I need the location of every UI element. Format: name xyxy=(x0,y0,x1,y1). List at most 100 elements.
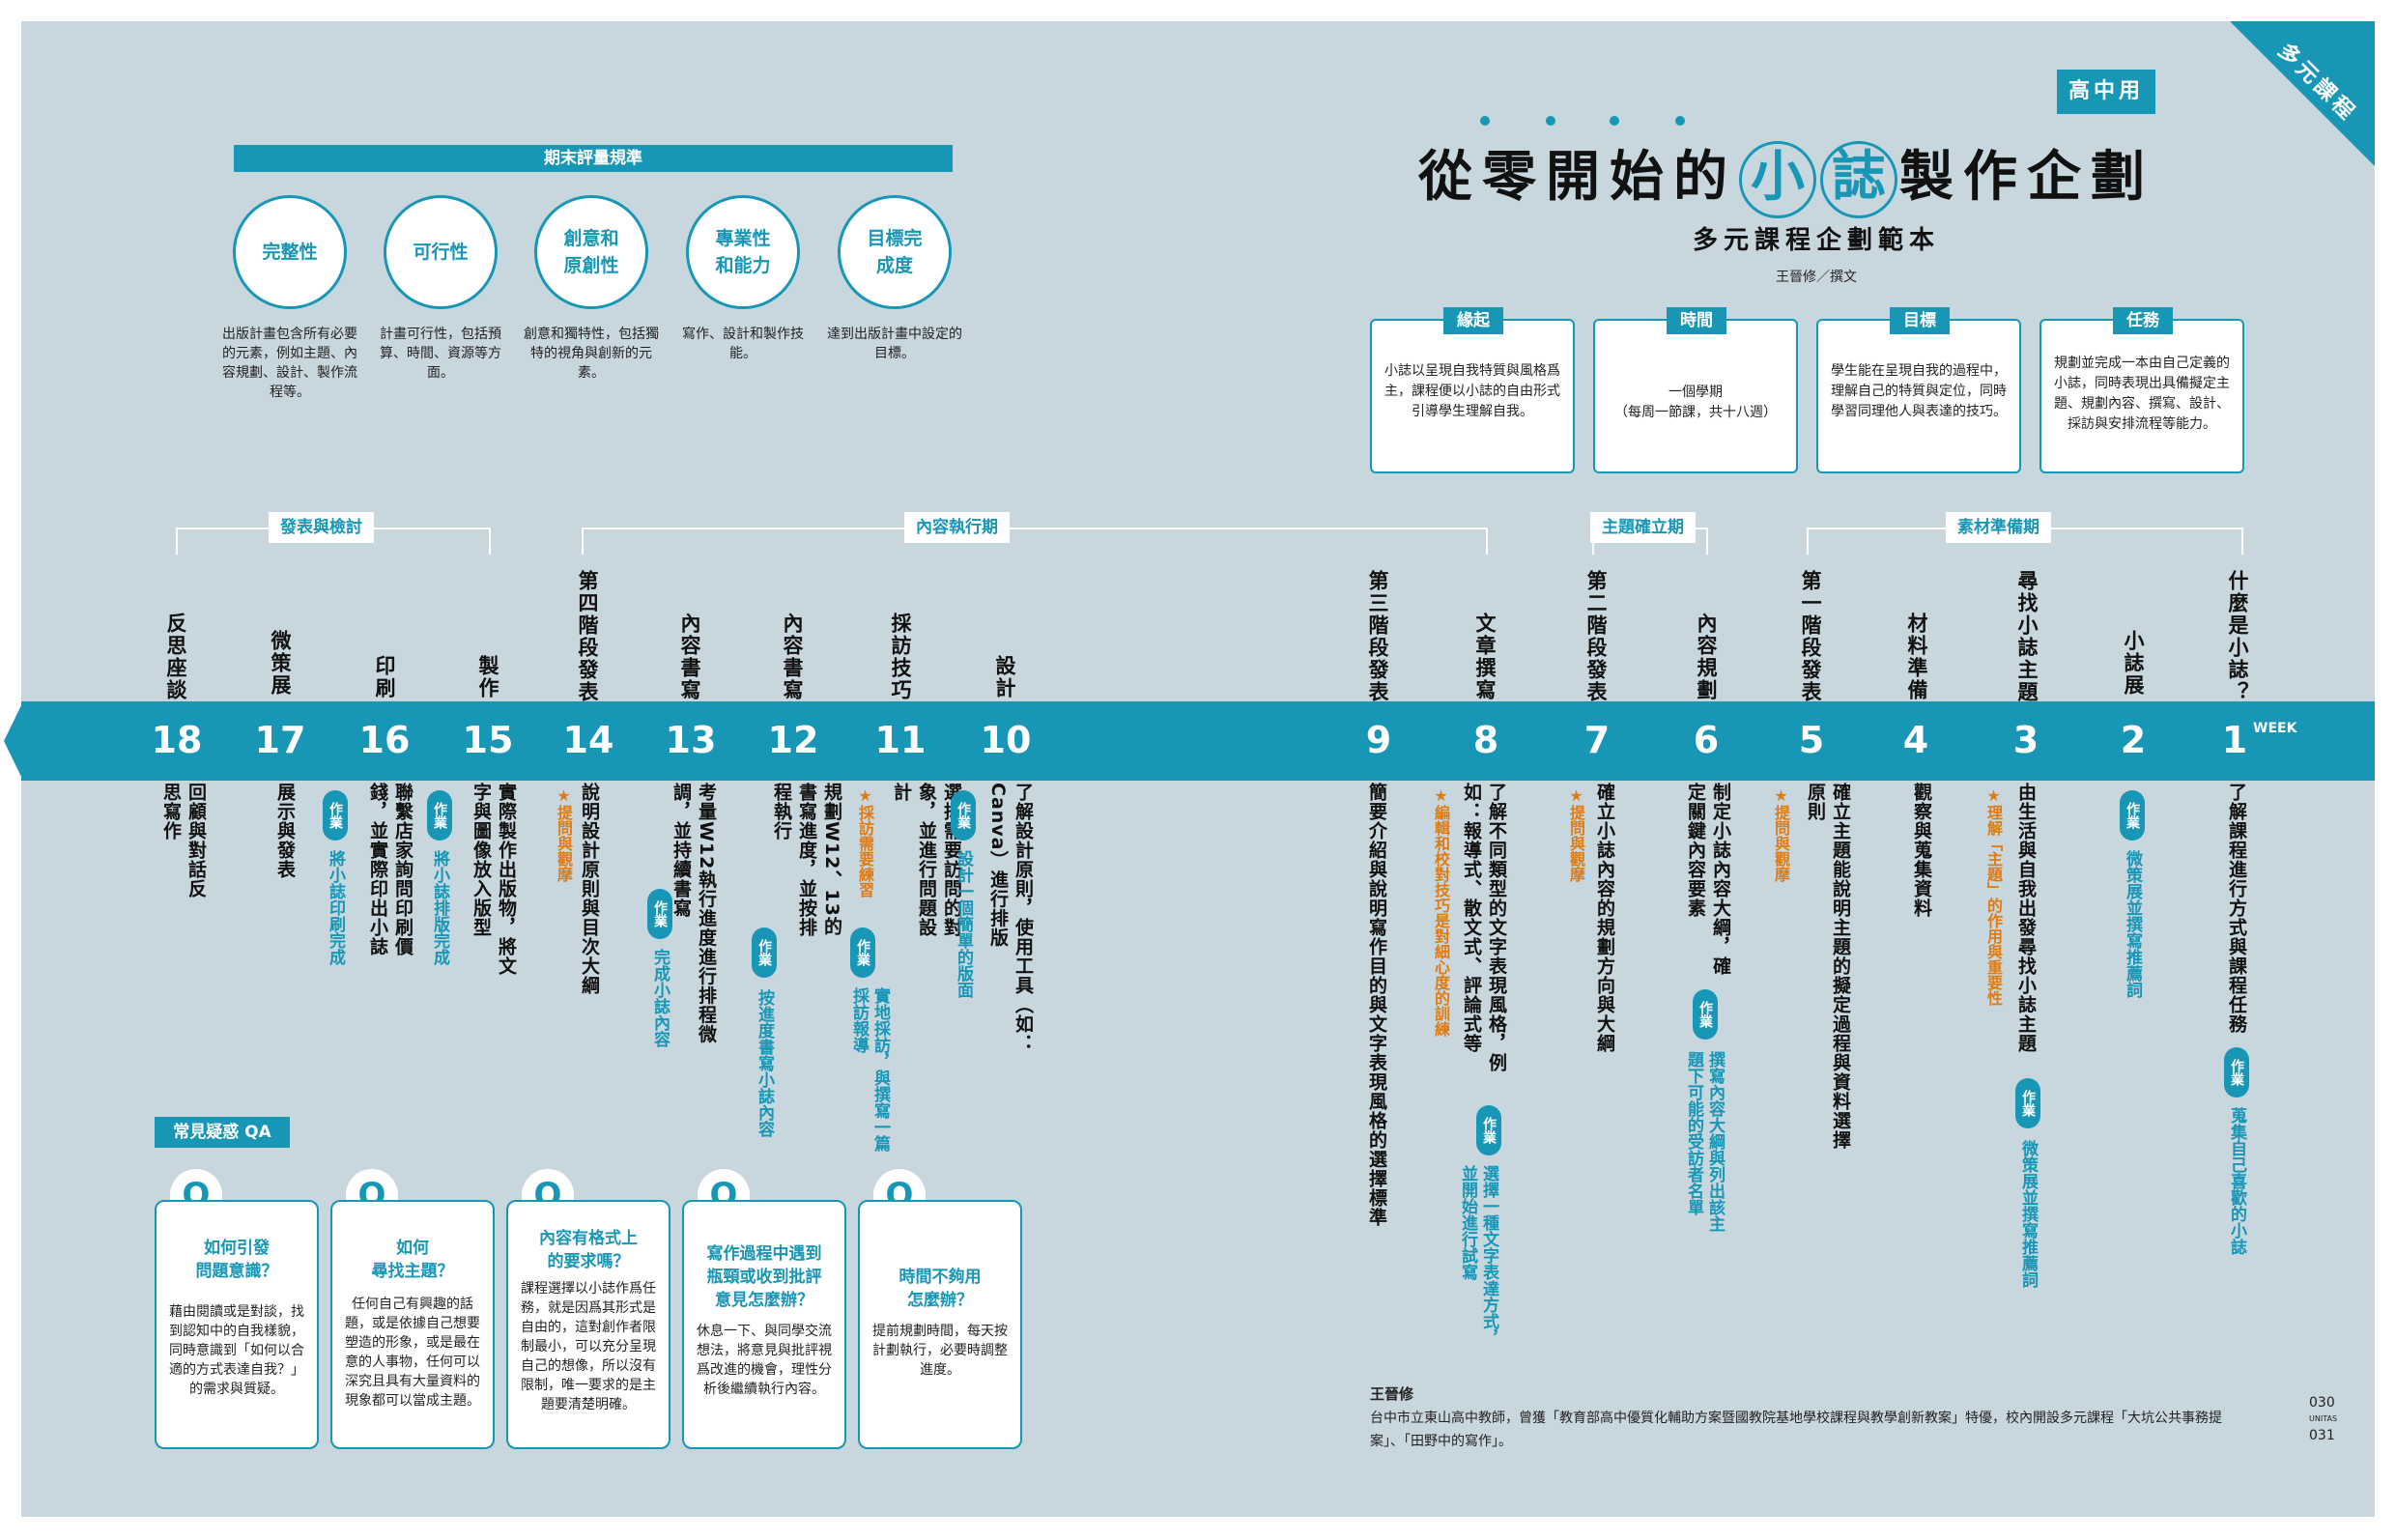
qa-card: 內容有格式上 的要求嗎？ 課程選擇以小誌作爲任務，就是因爲其形式是自由的，這對創… xyxy=(506,1200,670,1449)
week-number: 10 xyxy=(980,719,1032,761)
week-topic: 印刷 xyxy=(373,655,396,699)
homework-text: 將小誌排版完成 xyxy=(430,850,449,965)
week-activity: 觀察與蒐集資料 xyxy=(1911,783,1932,918)
title-dot xyxy=(1675,116,1685,126)
criteria-desc: 出版計畫包含所有必要的元素，例如主題、內容規劃、設計、製作流程等。 xyxy=(222,327,357,400)
week-number: 8 xyxy=(1472,719,1499,761)
week-activity: 實際製作出版物，將文字與圖像放入版型 xyxy=(471,783,517,976)
author-name: 王晉修 xyxy=(1370,1385,1414,1403)
homework-text: 選擇一種文字表達方式，並開始進行試寫 xyxy=(1458,1165,1498,1346)
week-number: 6 xyxy=(1693,719,1720,761)
homework-text: 按進度書寫小誌內容 xyxy=(755,989,774,1137)
week-note: ★提問與觀摩 xyxy=(555,786,573,882)
criteria-circle: 可行性 xyxy=(384,195,498,309)
week-activity: 確立主題能說明主題的擬定過程與資料選擇原則 xyxy=(1805,783,1851,1150)
week-topic: 材料準備 xyxy=(1905,613,1928,701)
phase-tag: 素材準備期 xyxy=(1946,512,2051,543)
week-number: 12 xyxy=(767,719,819,761)
criteria-circle: 目標完 成度 xyxy=(838,195,952,309)
week-number: 1 xyxy=(2221,719,2248,761)
week-topic: 第四階段發表 xyxy=(576,570,599,703)
page-title: 從零開始的小誌製作企劃 xyxy=(1256,133,2154,218)
author-byline: 王晉修／撰文 xyxy=(1776,270,1857,285)
grade-tag: 高中用 xyxy=(2057,70,2155,114)
info-box-origin: 緣起小誌以呈現自我特質與風格爲主，課程便以小誌的自由形式引導學生理解自我。 xyxy=(1370,307,1575,473)
criteria-circle: 專業性 和能力 xyxy=(686,195,800,309)
week-topic: 第二階段發表 xyxy=(1584,570,1608,703)
homework-badge: 作業 xyxy=(2120,790,2145,841)
week-number: 17 xyxy=(254,719,306,761)
week-topic: 設計 xyxy=(993,655,1016,699)
week-activity: 由生活與自我出發尋找小誌主題 xyxy=(2015,783,2037,1053)
week-number: 9 xyxy=(1365,719,1392,761)
homework-text: 撰寫內容大綱與列出該主題下可能的受訪者名單 xyxy=(1684,1051,1725,1232)
criteria-desc: 達到出版計畫中設定的目標。 xyxy=(827,327,962,361)
homework-text: 微策展並撰寫推薦詞 xyxy=(2018,1140,2038,1288)
week-activity: 展示與發表 xyxy=(274,783,296,879)
qa-card: 如何引發 問題意識？ 藉由閱讀或是對談，找到認知中的自我樣貌，同時意識到「如何以… xyxy=(155,1200,319,1449)
homework-badge: 作業 xyxy=(427,790,452,841)
week-topic: 內容書寫 xyxy=(781,613,804,701)
week-number: 14 xyxy=(562,719,614,761)
week-note: ★提問與觀摩 xyxy=(1567,786,1585,882)
week-topic: 第三階段發表 xyxy=(1366,570,1389,703)
week-note: ★編輯和校對技巧是對細心度的訓練 xyxy=(1432,786,1450,1037)
title-highlight: 小 xyxy=(1739,141,1816,218)
week-note: ★採訪需要練習 xyxy=(856,786,874,898)
info-box-task: 任務規劃並完成一本由自己定義的小誌，同時表現出具備擬定主題、規劃內容、撰寫、設計… xyxy=(2039,307,2244,473)
title-dot xyxy=(1480,116,1490,126)
phase-tag: 主題確立期 xyxy=(1590,512,1696,543)
criteria-circle: 創意和 原創性 xyxy=(534,195,648,309)
criteria-title: 期末評量規準 xyxy=(234,145,953,172)
page-number: 031 xyxy=(2309,1428,2335,1443)
week-activity: 簡要介紹與說明寫作目的與文字表現風格的選擇標準 xyxy=(1366,783,1387,1227)
week-topic: 文章撰寫 xyxy=(1473,613,1497,701)
timeline-arrow xyxy=(4,701,23,781)
homework-text: 微策展並撰寫推薦詞 xyxy=(2123,850,2142,998)
week-topic: 反思座談 xyxy=(164,613,187,701)
qa-card: 寫作過程中遇到 瓶頸或收到批評 意見怎麼辦？ 休息一下、與同學交流想法，將意見與… xyxy=(682,1200,846,1449)
homework-text: 完成小誌內容 xyxy=(650,949,670,1047)
week-activity: 確立小誌內容的規劃方向與大綱 xyxy=(1594,783,1615,1053)
title-dot xyxy=(1546,116,1555,126)
week-activity: 了解不同類型的文字表現風格，例如：報導式、散文式、評論式等 xyxy=(1461,783,1507,1072)
phase-tag: 內容執行期 xyxy=(904,512,1010,543)
week-number: 3 xyxy=(2012,719,2039,761)
week-note: ★理解「主題」的作用與重要性 xyxy=(1984,786,2003,1006)
homework-text: 設計一個簡單的版面 xyxy=(954,850,973,998)
homework-badge: 作業 xyxy=(752,927,777,978)
week-topic: 什麼是小誌？ xyxy=(2226,570,2249,703)
week-topic: 內容書寫 xyxy=(678,613,701,701)
qa-card: 時間不夠用 怎麼辦？ 提前規劃時間，每天按計劃執行，必要時調整進度。 xyxy=(858,1200,1022,1449)
criteria-desc: 計畫可行性，包括預算、時間、資源等方面。 xyxy=(380,327,501,381)
criteria-circle: 完整性 xyxy=(233,195,347,309)
week-activity: 聯繫店家詢問印刷價錢，並實際印出小誌 xyxy=(367,783,414,956)
homework-text: 實地採訪，與撰寫一篇採訪報導 xyxy=(849,987,890,1152)
page-number: 030 xyxy=(2309,1395,2335,1411)
week-topic: 製作 xyxy=(476,655,499,699)
homework-badge: 作業 xyxy=(1476,1105,1501,1155)
homework-badge: 作業 xyxy=(2015,1078,2040,1128)
qa-card: 如何 尋找主題？ 任何自己有興趣的話題，或是依據自己想要塑造的形象，或是最在意的… xyxy=(330,1200,495,1449)
phase-tag: 發表與檢討 xyxy=(269,512,374,543)
criteria-desc: 創意和獨特性，包括獨特的視角與創新的元素。 xyxy=(524,327,659,381)
week-topic: 第一階段發表 xyxy=(1799,570,1822,703)
homework-badge: 作業 xyxy=(2224,1047,2249,1098)
week-topic: 小誌展 xyxy=(2122,630,2145,697)
info-box-goal: 目標學生能在呈現自我的過程中，理解自己的特質與定位，同時學習同理他人與表達的技巧… xyxy=(1816,307,2021,473)
page-subtitle: 多元課程企劃範本 xyxy=(1692,226,1940,255)
week-activity: 了解設計原則，使用工具（如：Canva）進行排版 xyxy=(987,783,1034,1053)
homework-badge: 作業 xyxy=(1693,989,1718,1040)
corner-tag: 多元課程 xyxy=(2230,21,2375,166)
week-activity: 說明設計原則與目次大綱 xyxy=(579,783,600,995)
week-topic: 微策展 xyxy=(269,630,292,697)
week-number: 18 xyxy=(151,719,203,761)
timeline-band xyxy=(21,701,2375,781)
homework-badge: 作業 xyxy=(323,790,348,841)
title-highlight: 誌 xyxy=(1820,141,1897,218)
week-number: 15 xyxy=(462,719,514,761)
week-label: WEEK xyxy=(2253,721,2297,736)
brand-mark: UNITAS xyxy=(2309,1414,2338,1423)
week-activity: 制定小誌內容大綱，確定關鍵內容要素 xyxy=(1685,783,1731,976)
